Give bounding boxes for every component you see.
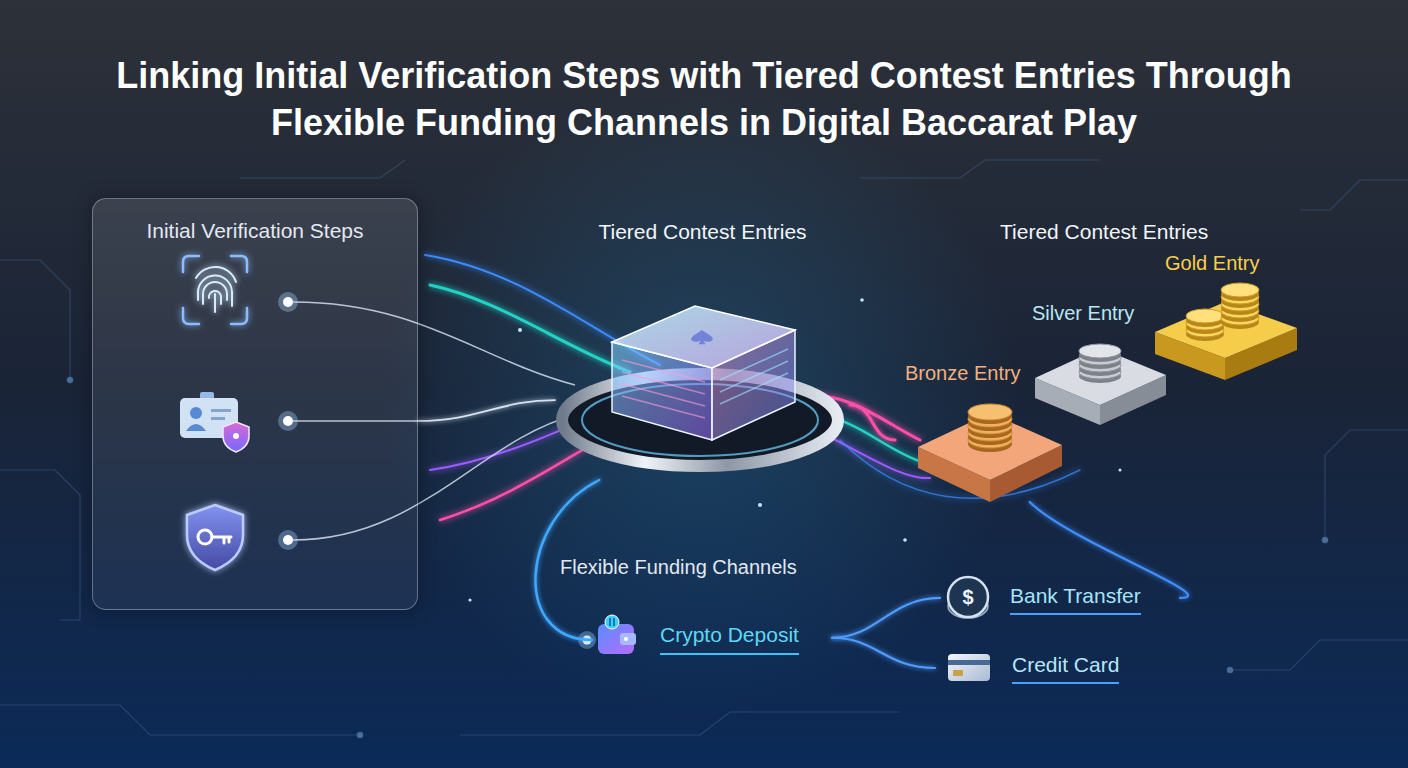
connector-line [832, 638, 935, 668]
tier-entry: Silver Entry [1025, 300, 1175, 422]
funding-channel: Bank Transfer [940, 572, 1180, 626]
node-heading: Tiered Contest Entries [598, 220, 806, 244]
circuit-traces [0, 260, 70, 380]
circuit-traces [0, 160, 1408, 738]
circuit-traces [1230, 640, 1408, 670]
currency-symbol: $ [948, 585, 988, 609]
circuit-traces [240, 160, 405, 178]
bronze-plinth [968, 404, 1012, 420]
crypto-wallet-icon [605, 615, 619, 629]
sparkles [1119, 469, 1122, 472]
card-shoe-device [691, 330, 713, 344]
circuit-traces [860, 160, 1100, 178]
circuit-traces [67, 377, 73, 383]
tier-label: Gold Entry [1165, 252, 1259, 275]
circuit-traces [1325, 430, 1408, 540]
silver-plinth [1035, 344, 1166, 425]
circuit-traces [357, 732, 363, 738]
sparkles [758, 503, 762, 507]
tier-label: Silver Entry [1032, 302, 1134, 325]
sparkles [468, 598, 471, 601]
tier-entry: Gold Entry [1150, 250, 1300, 362]
bank-coin-icon [948, 577, 988, 617]
light-streams [430, 285, 630, 372]
sparkles [903, 538, 907, 542]
card-shoe-device [562, 306, 838, 466]
gold-plinth [1221, 283, 1259, 297]
panel-heading: Initial Verification Steps [146, 219, 363, 243]
credit-card-icon [948, 654, 990, 681]
section-heading: Flexible Funding Channels [560, 556, 797, 579]
silver-plinth [1079, 344, 1121, 358]
circuit-traces [1227, 667, 1233, 673]
channel-label: Crypto Deposit [660, 623, 799, 655]
verification-panel: Initial Verification Steps [92, 198, 418, 610]
gold-plinth [1155, 302, 1297, 358]
diagram-title: Linking Initial Verification Steps with … [84, 52, 1324, 146]
light-streams [425, 255, 1080, 520]
crypto-wallet-icon [610, 618, 614, 626]
credit-card-icon [953, 670, 963, 676]
card-shoe-node: Tiered Contest Entries [555, 218, 850, 480]
crypto-wallet-icon [578, 615, 636, 654]
card-shoe-device [622, 360, 705, 418]
gold-plinth [1155, 283, 1297, 380]
circuit-traces [0, 470, 80, 620]
connector-line [832, 598, 940, 638]
section-heading: Tiered Contest Entries [1000, 220, 1208, 244]
tier-entry: Bronze Entry [895, 360, 1070, 502]
crypto-wallet-icon [620, 633, 636, 645]
card-shoe-device [612, 306, 795, 368]
bronze-plinth [918, 404, 1062, 502]
connector-line [418, 400, 555, 421]
funding-channel: Credit Card [935, 643, 1165, 693]
gold-plinth [1186, 309, 1224, 323]
credit-card-icon [948, 660, 990, 665]
credit-card-icon [948, 654, 990, 681]
channel-label: Bank Transfer [1010, 584, 1141, 615]
circuit-traces [460, 712, 900, 735]
circuit-traces [1300, 180, 1408, 210]
tier-label: Bronze Entry [905, 362, 1021, 385]
channel-label: Credit Card [1012, 653, 1119, 684]
bank-coin-icon [948, 577, 988, 618]
circuit-traces [1322, 537, 1328, 543]
circuit-traces [0, 705, 360, 735]
sparkles [468, 298, 1121, 601]
sparkles [518, 328, 522, 332]
crypto-wallet-icon [624, 637, 628, 641]
sparkles [860, 298, 864, 302]
funding-channel: Crypto Deposit [592, 612, 832, 668]
connector-line [850, 405, 895, 440]
